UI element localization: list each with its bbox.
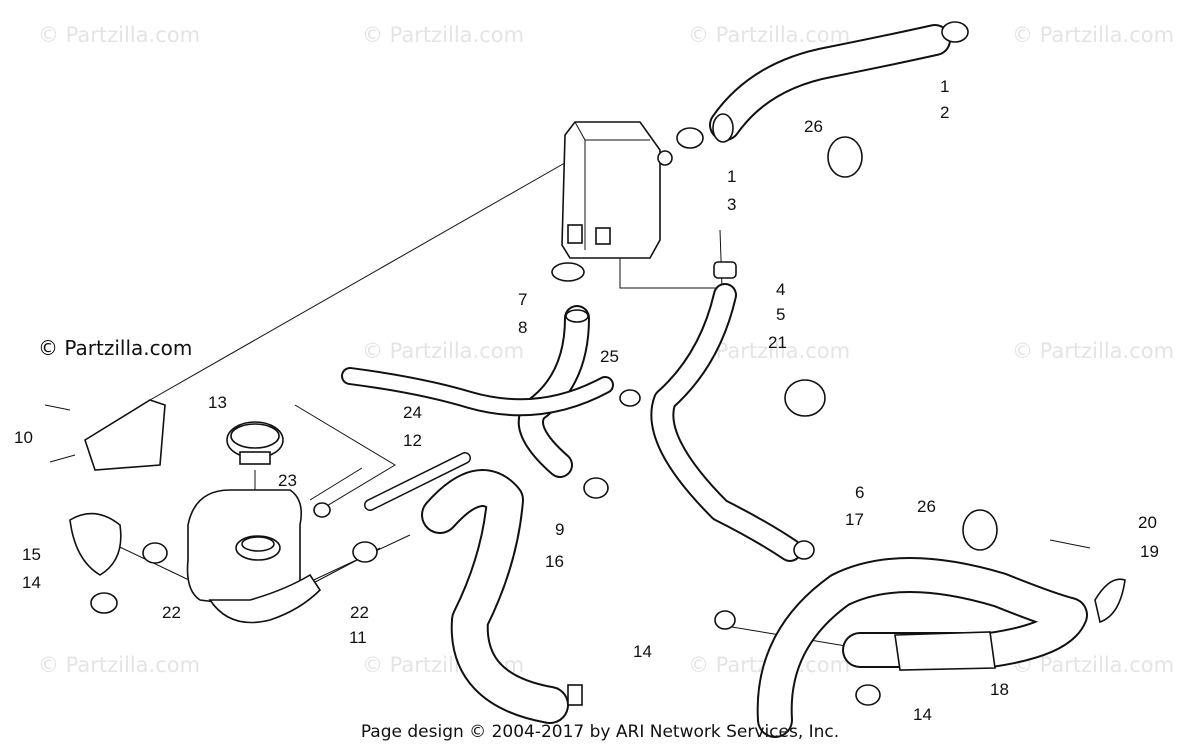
brand-label: © Partzilla.com bbox=[38, 336, 193, 360]
callout-number: 23 bbox=[278, 471, 297, 490]
callout-number: 7 bbox=[518, 290, 527, 309]
callout-number: 3 bbox=[727, 195, 736, 214]
callout-number: 16 bbox=[545, 552, 564, 571]
watermark: © Partzilla.com bbox=[1012, 23, 1174, 47]
watermark: © Partzilla.com bbox=[38, 23, 200, 47]
hose-2 bbox=[709, 24, 951, 143]
callout-number: 22 bbox=[162, 603, 181, 622]
callout-number: 14 bbox=[22, 573, 41, 592]
callout-number: 21 bbox=[768, 333, 787, 352]
callout-number: 17 bbox=[845, 510, 864, 529]
callout-number: 5 bbox=[776, 305, 785, 324]
callout-number: 22 bbox=[350, 603, 369, 622]
callout-number: 6 bbox=[855, 483, 864, 502]
watermark: © Partzilla.com bbox=[362, 23, 524, 47]
hose-12 bbox=[364, 452, 471, 511]
callout-number: 25 bbox=[600, 347, 619, 366]
callout-number: 1 bbox=[727, 167, 736, 186]
callout-number: 24 bbox=[403, 403, 422, 422]
callout-labels: 1 2 1 3 4 5 7 8 21 25 26 10 13 24 12 23 … bbox=[14, 77, 1159, 724]
watermark: © Partzilla.com bbox=[688, 23, 850, 47]
callout-number: 8 bbox=[518, 318, 527, 337]
callout-number: 14 bbox=[913, 705, 932, 724]
callout-number: 15 bbox=[22, 545, 41, 564]
callout-number: 20 bbox=[1138, 513, 1157, 532]
clamps bbox=[90, 21, 1126, 706]
callout-number: 4 bbox=[776, 280, 785, 299]
hose-24 bbox=[341, 367, 614, 417]
hose-17 bbox=[756, 557, 1088, 738]
callout-number: 14 bbox=[633, 642, 652, 661]
callout-number: 18 bbox=[990, 680, 1009, 699]
callout-number: 26 bbox=[917, 497, 936, 516]
radiator-cap bbox=[226, 421, 284, 465]
bracket-10 bbox=[44, 399, 166, 471]
callout-number: 19 bbox=[1140, 542, 1159, 561]
watermark: © Partzilla.com bbox=[362, 339, 524, 363]
watermark: © Partzilla.com bbox=[1012, 339, 1174, 363]
callout-number: 9 bbox=[555, 520, 564, 539]
callout-number: 10 bbox=[14, 428, 33, 447]
callout-number: 12 bbox=[403, 431, 422, 450]
expansion-tank bbox=[186, 489, 322, 624]
callout-number: 26 bbox=[804, 117, 823, 136]
hose-16 bbox=[421, 469, 569, 724]
callout-number: 13 bbox=[208, 393, 227, 412]
elbow-15 bbox=[69, 512, 122, 576]
callout-number: 11 bbox=[349, 628, 367, 647]
hose-5 bbox=[650, 261, 802, 562]
callout-number: 2 bbox=[940, 103, 949, 122]
callout-number: 1 bbox=[940, 77, 949, 96]
coolant-reservoir bbox=[561, 121, 673, 259]
page-footer: Page design © 2004-2017 by ARI Network S… bbox=[360, 722, 840, 742]
watermark: © Partzilla.com bbox=[38, 653, 200, 677]
